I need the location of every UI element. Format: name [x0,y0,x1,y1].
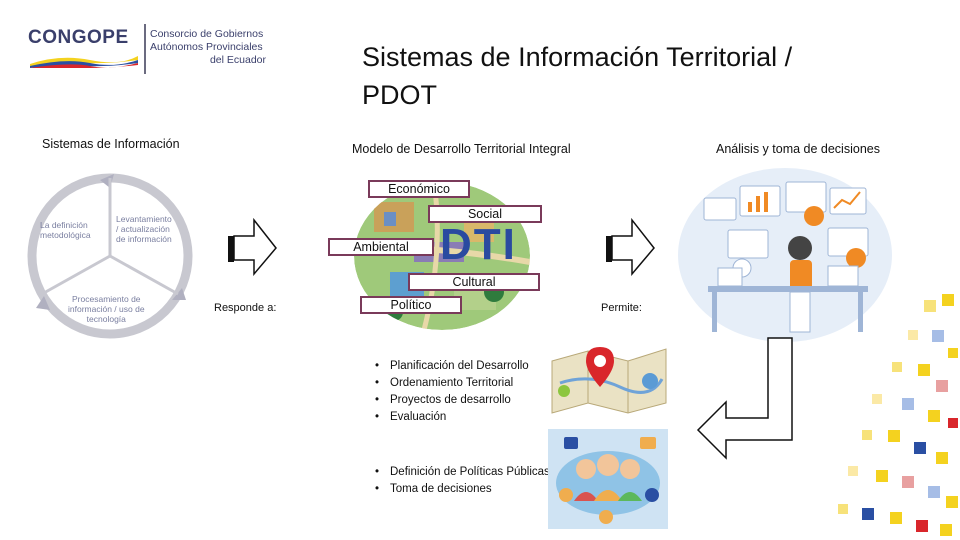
map-illustration [550,343,668,415]
cycle-segment-1-line-2: metodológica [40,230,91,240]
cycle-segment-3-line-2: información / uso de [68,304,145,314]
congope-logo: CONGOPE Consorcio de Gobiernos Autónomos… [26,20,286,80]
people-illustration [548,429,668,529]
column-heading-analisis: Análisis y toma de decisiones [716,142,880,156]
logo-line-2: Autónomos Provinciales [150,41,263,53]
right-arrow-icon [228,217,277,276]
list-item: Planificación del Desarrollo [375,358,529,375]
tag-economico: Económico [368,180,470,198]
people-icon [548,429,668,529]
decorative-squares-icon [838,294,958,536]
cycle-segment-3-line-3: tecnología [86,314,126,324]
analytics-workstation-illustration [678,168,892,342]
cycle-segment-2: Levantamiento / actualización de informa… [116,214,172,244]
responde-list: Planificación del Desarrollo Ordenamient… [375,358,529,426]
cycle-segment-3-line-1: Procesamiento de [72,294,141,304]
dti-label: DTI [440,220,517,269]
list-item: Evaluación [375,409,529,426]
right-arrow-icon [606,217,655,276]
title-line-2: PDOT [362,80,438,110]
list-item: Proyectos de desarrollo [375,392,529,409]
tag-cultural: Cultural [408,273,540,291]
information-cycle-diagram: La definición metodológica Levantamiento… [22,158,198,354]
logo-line-1: Consorcio de Gobiernos [150,28,264,40]
column-heading-sistemas: Sistemas de Información [42,137,180,151]
logo-line-3: del Ecuador [209,54,266,66]
permite-list: Definición de Políticas Públicas Toma de… [375,464,550,498]
title-line-1: Sistemas de Información Territorial / [362,42,793,72]
cycle-segment-2-line-1: Levantamiento [116,214,172,224]
cycle-segment-3: Procesamiento de información / uso de te… [68,294,145,324]
tag-ambiental: Ambiental [328,238,434,256]
column-heading-modelo: Modelo de Desarrollo Territorial Integra… [352,142,571,156]
logo-text: Consorcio de Gobiernos Autónomos Provinc… [150,28,290,67]
map-pin-icon [551,347,667,414]
permite-label: Permite: [601,302,642,314]
analytics-workstation-icon [678,168,892,342]
responde-label: Responde a: [214,302,277,314]
cycle-ring-icon [27,173,193,339]
logo-separator [144,24,146,74]
cycle-segment-1-line-1: La definición [40,220,88,230]
tag-social: Social [428,205,542,223]
list-item: Definición de Políticas Públicas [375,464,550,481]
ecuador-flag-swoosh-icon [30,56,138,68]
cycle-segment-2-line-2: / actualización [116,224,170,234]
tag-politico: Político [360,296,462,314]
logo-brand: CONGOPE [28,27,129,48]
page-title: Sistemas de Información Territorial / PD… [362,38,882,114]
list-item: Toma de decisiones [375,481,550,498]
list-item: Ordenamiento Territorial [375,375,529,392]
cycle-segment-2-line-3: de información [116,234,172,244]
cycle-segment-1: La definición metodológica [40,220,91,240]
return-arrow-icon [696,337,793,460]
